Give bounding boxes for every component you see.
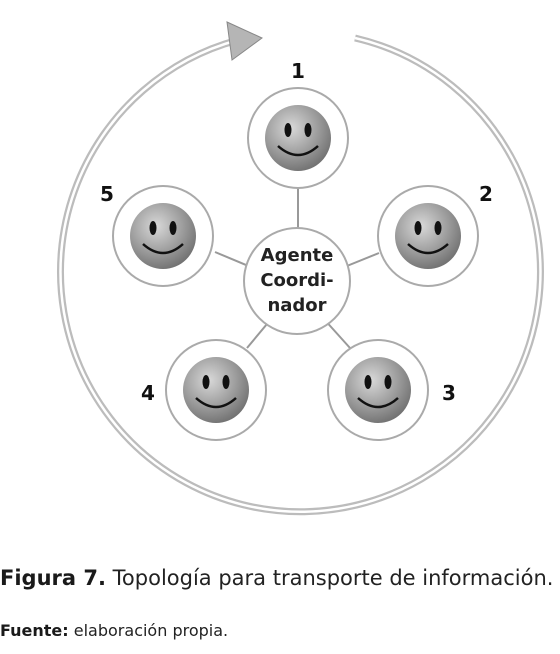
source-label: Fuente: [0,621,69,640]
smiley-face-icon [265,105,331,171]
figure-source: Fuente: elaboración propia. [0,621,560,640]
agent-node-4 [165,339,267,441]
agent-node-3 [327,339,429,441]
cycle-arrow-outline [59,36,542,513]
smiley-face-icon [395,203,461,269]
smiley-face-icon [183,357,249,423]
topology-diagram: Agente Coordi- nador [57,21,544,516]
coordinator-label-line1: Agente [261,245,334,266]
agent-label-4: 4 [141,381,155,405]
agent-label-1: 1 [291,59,305,83]
coordinator-label-line3: nador [267,295,326,316]
agent-label-2: 2 [479,182,493,206]
coordinator-node: Agente Coordi- nador [243,227,351,335]
figure-caption: Figura 7. Topología para transporte de i… [0,566,560,590]
agent-node-1 [247,87,349,189]
smiley-face-icon [130,203,196,269]
arrow-head [226,21,263,61]
agent-node-5 [112,185,214,287]
coordinator-label-line2: Coordi- [260,270,333,291]
source-text: elaboración propia. [73,621,229,640]
figure-title: Topología para transporte de información… [112,566,554,590]
figure-label: Figura 7. [0,566,106,590]
agent-label-3: 3 [442,381,456,405]
agent-node-2 [377,185,479,287]
agent-label-5: 5 [100,182,114,206]
smiley-face-icon [345,357,411,423]
